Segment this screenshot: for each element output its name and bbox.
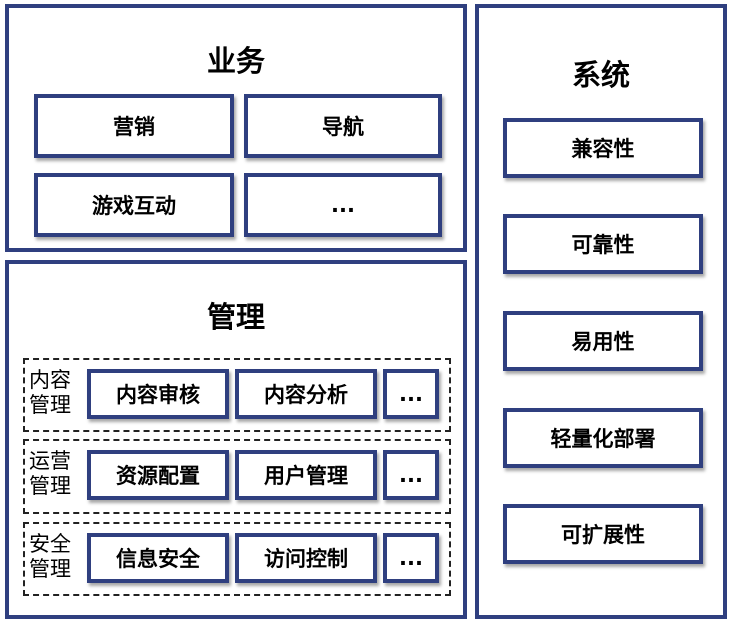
operation-more-box: ... <box>383 450 439 500</box>
management-panel: 管理 内容管理 内容审核 内容分析 ... 运营管理 资源配置 用户管理 ...… <box>5 260 467 619</box>
content-analysis-box: 内容分析 <box>235 369 377 419</box>
operation-management-label: 运营管理 <box>29 449 71 498</box>
content-more-box: ... <box>383 369 439 419</box>
system-item-scalability: 可扩展性 <box>503 504 703 564</box>
business-title: 业务 <box>206 44 265 78</box>
system-item-compatibility: 兼容性 <box>503 118 703 178</box>
system-title: 系统 <box>571 58 630 92</box>
access-control-box: 访问控制 <box>235 533 377 583</box>
business-item-marketing: 营销 <box>34 94 234 158</box>
information-security-box: 信息安全 <box>87 533 229 583</box>
operation-management-group: 运营管理 资源配置 用户管理 ... <box>23 439 451 514</box>
content-review-box: 内容审核 <box>87 369 229 419</box>
business-item-navigation: 导航 <box>244 94 442 158</box>
user-management-box: 用户管理 <box>235 450 377 500</box>
system-item-usability: 易用性 <box>503 311 703 371</box>
resource-config-box: 资源配置 <box>87 450 229 500</box>
system-panel: 系统 兼容性 可靠性 易用性 轻量化部署 可扩展性 <box>475 4 727 619</box>
security-more-box: ... <box>383 533 439 583</box>
business-panel: 业务 营销 导航 游戏互动 ... <box>5 4 467 252</box>
security-management-label: 安全管理 <box>29 532 71 581</box>
system-item-reliability: 可靠性 <box>503 214 703 274</box>
business-item-game-interaction: 游戏互动 <box>34 173 234 237</box>
security-management-group: 安全管理 信息安全 访问控制 ... <box>23 522 451 596</box>
business-item-more: ... <box>244 173 442 237</box>
management-title: 管理 <box>206 300 265 334</box>
system-item-lightweight-deployment: 轻量化部署 <box>503 408 703 468</box>
content-management-label: 内容管理 <box>29 368 71 417</box>
content-management-group: 内容管理 内容审核 内容分析 ... <box>23 358 451 432</box>
